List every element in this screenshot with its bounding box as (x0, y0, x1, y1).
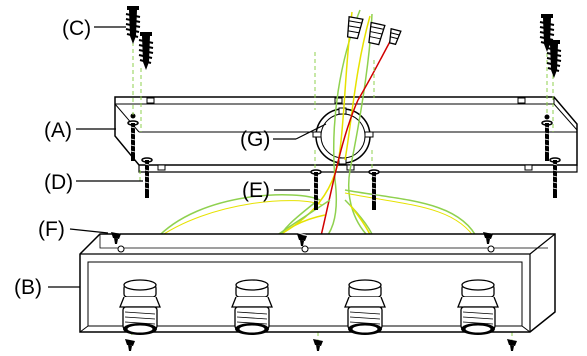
wire-nut-icon (346, 16, 402, 46)
label-c: (C) (62, 17, 91, 40)
mounting-ring-icon (312, 107, 374, 165)
label-b: (B) (14, 276, 42, 299)
label-f: (F) (38, 218, 65, 241)
label-d: (D) (44, 171, 73, 194)
fixture-housing (79, 233, 556, 333)
label-g: (G) (240, 128, 270, 151)
label-e: (E) (242, 179, 270, 202)
callout-lines (48, 26, 327, 288)
label-a: (A) (44, 119, 72, 142)
wood-screw-icon (125, 5, 562, 79)
